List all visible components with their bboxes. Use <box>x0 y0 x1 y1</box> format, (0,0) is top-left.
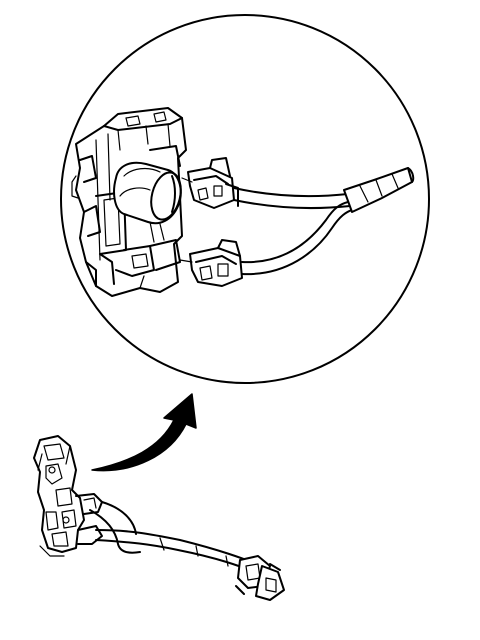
callout-arrow <box>91 393 197 472</box>
wiring-harness-detail <box>233 167 415 276</box>
lock-actuator-motor <box>113 145 182 243</box>
end-connector-overview <box>235 555 285 601</box>
wiring-harness-overview <box>89 501 263 575</box>
door-lock-actuator-assembly <box>33 435 103 557</box>
lower-electrical-connector <box>179 239 243 287</box>
upper-electrical-connector <box>181 157 239 209</box>
detail-magnifier-circle <box>60 14 430 384</box>
